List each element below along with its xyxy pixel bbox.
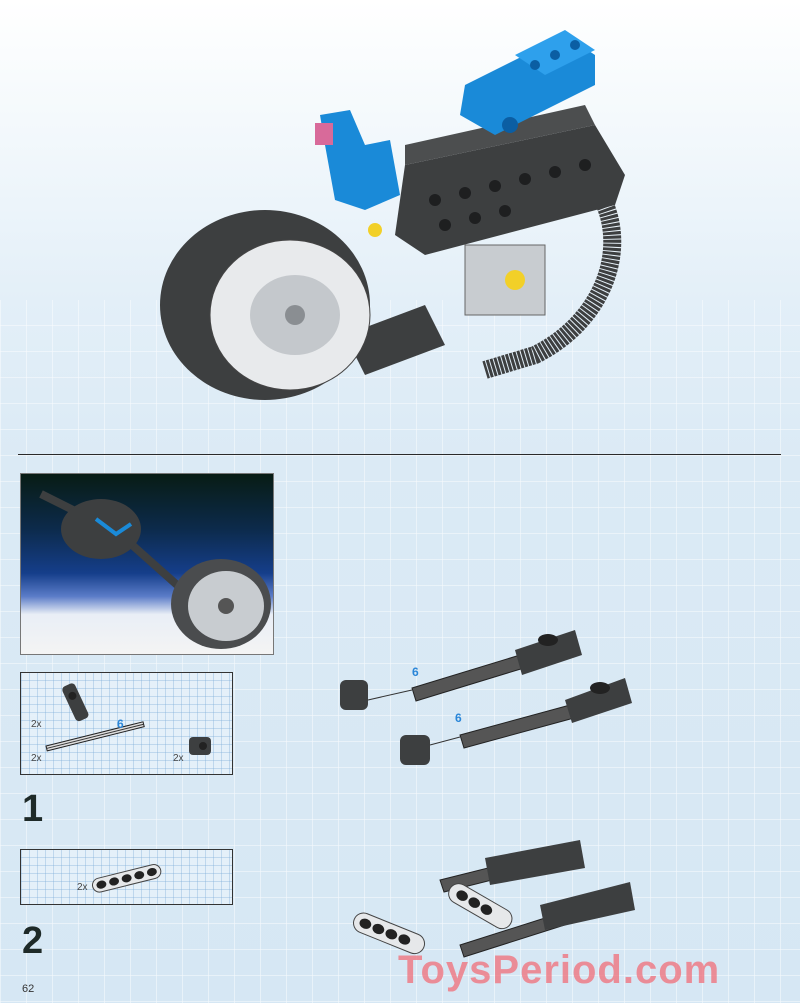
part-quantity: 2x xyxy=(77,882,88,893)
parts-list-step-1: 2x 2x 6 2x xyxy=(20,672,233,775)
part-quantity: 2x xyxy=(31,753,42,764)
page-number: 62 xyxy=(22,983,35,995)
photo-front-fork xyxy=(20,473,274,655)
axle-length-label: 6 xyxy=(117,717,124,731)
section-divider xyxy=(18,454,781,455)
axle-length-label: 6 xyxy=(455,711,462,725)
parts-list-step-2: 2x xyxy=(20,849,233,905)
watermark: ToysPeriod.com xyxy=(398,948,721,992)
axle-length-label: 6 xyxy=(412,665,419,679)
step-number: 1 xyxy=(22,788,44,830)
step-number: 2 xyxy=(22,920,44,962)
lego-motorcycle-illustration xyxy=(155,25,655,400)
part-quantity: 2x xyxy=(31,719,42,730)
part-quantity: 2x xyxy=(173,753,184,764)
